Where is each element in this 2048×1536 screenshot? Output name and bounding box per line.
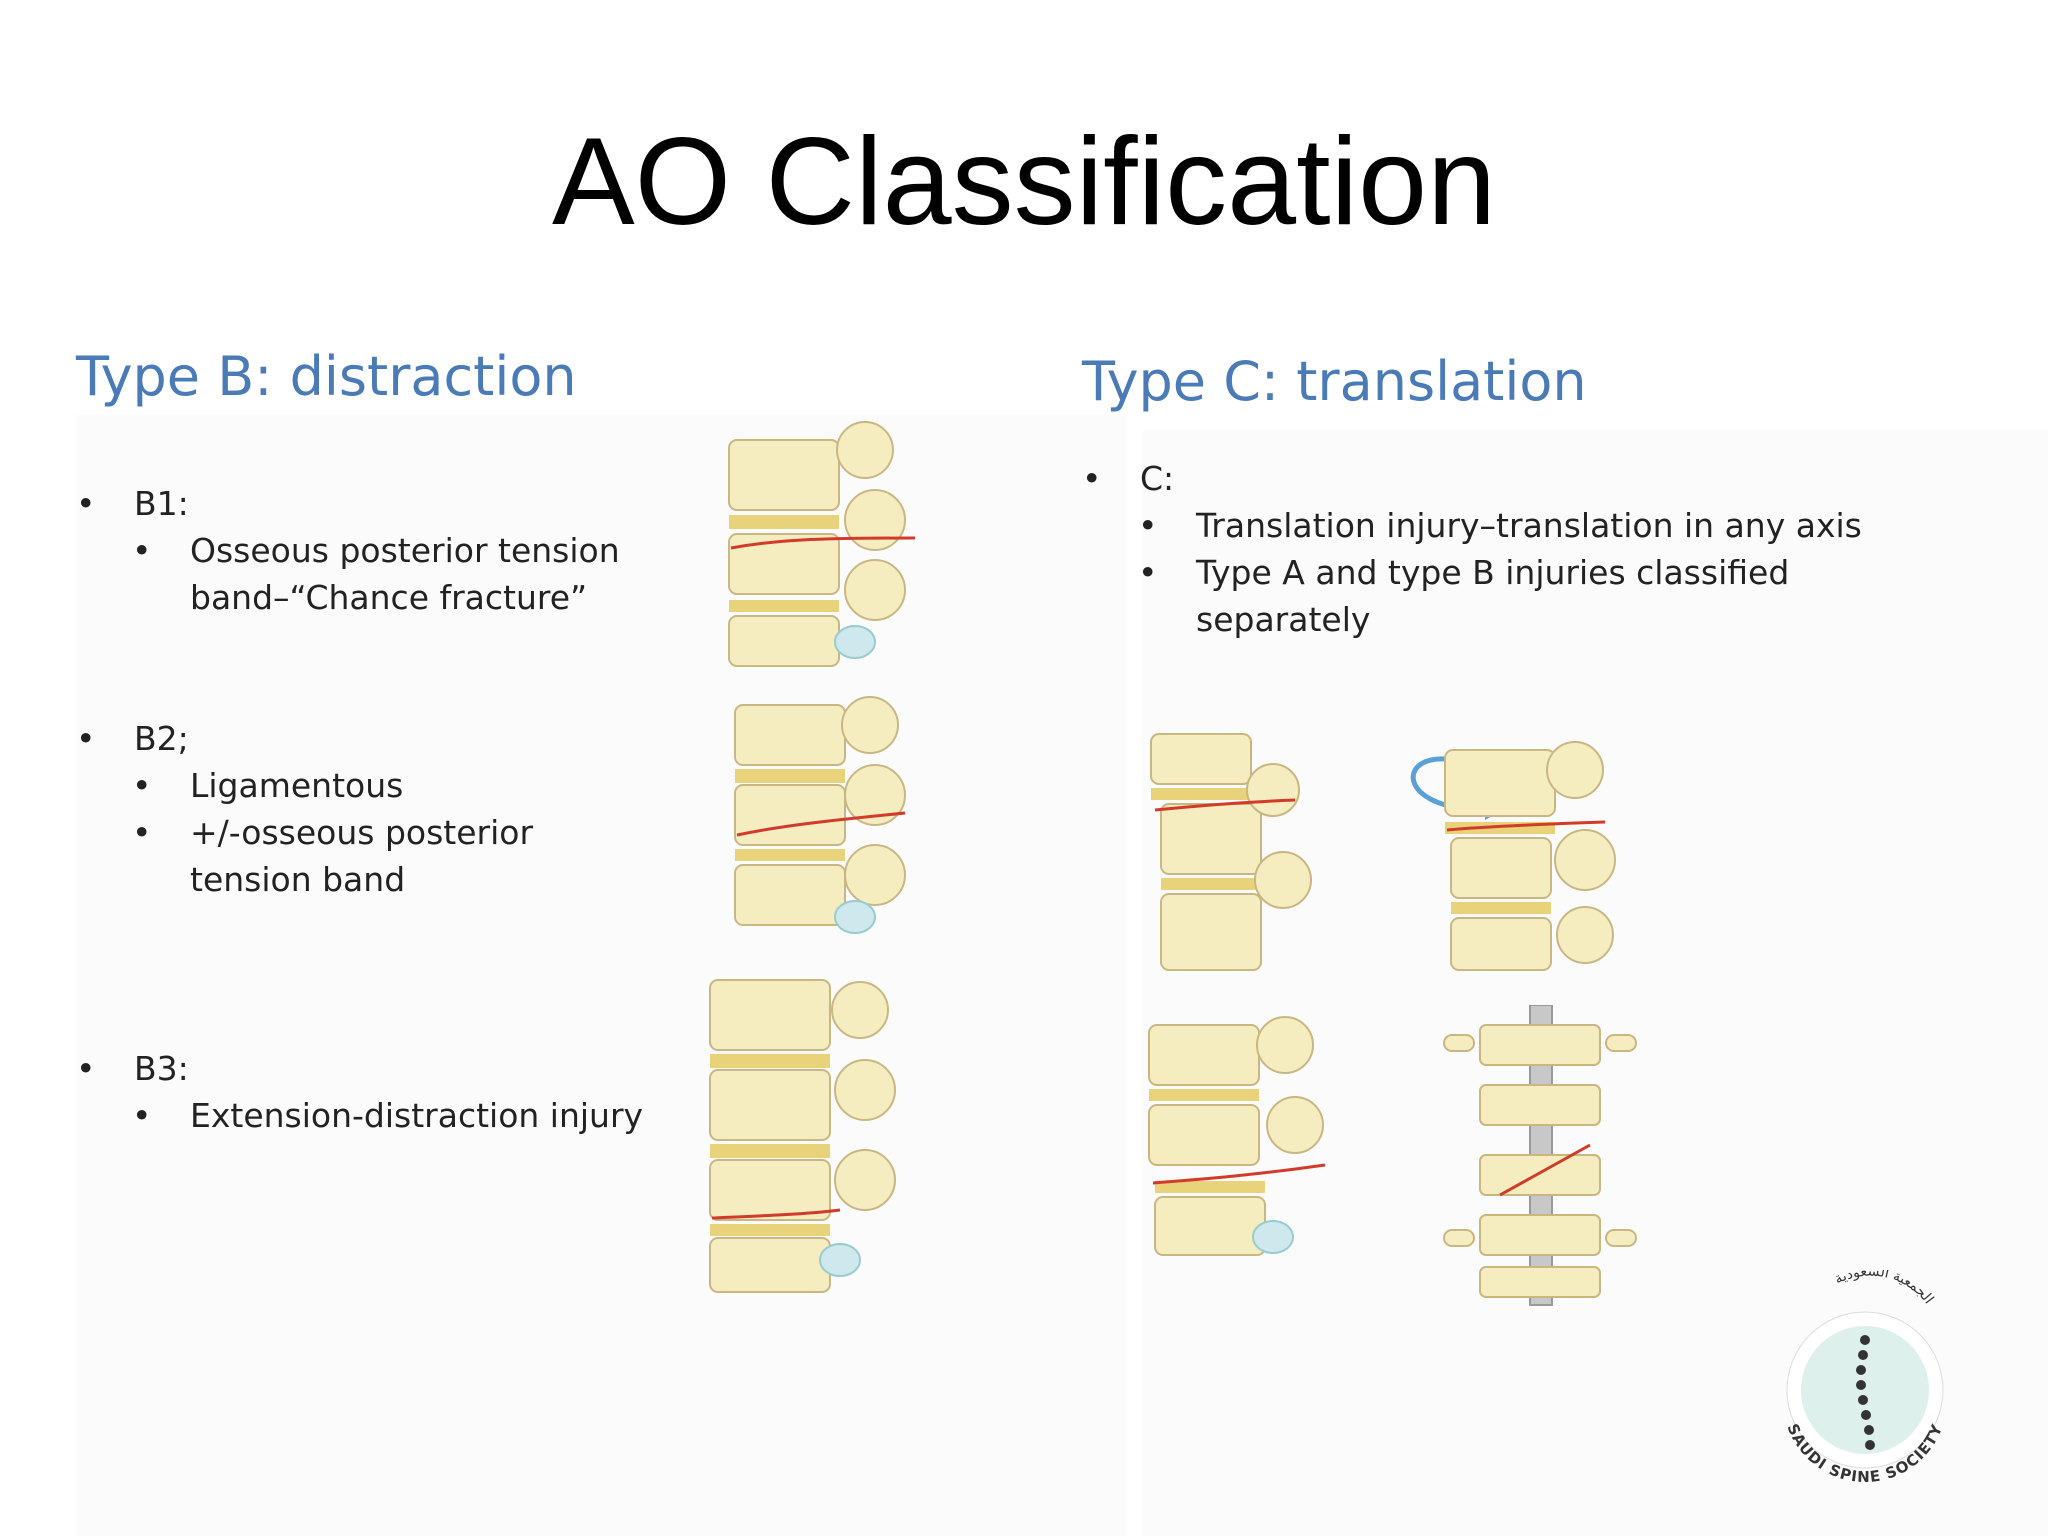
c-label: C: (1082, 455, 1942, 502)
type-b-heading: Type B: distraction (76, 345, 577, 408)
b1-item: Osseous posterior tension band–“Chance f… (132, 527, 696, 621)
c-spine-illustration-1 (1150, 733, 1312, 971)
b3-item: Extension-distraction injury (132, 1092, 696, 1139)
b2-label: B2; (76, 715, 596, 762)
type-c-heading: Type C: translation (1082, 350, 1587, 413)
logo-arabic-text: الجمعية السعودية (1832, 1270, 1937, 1307)
c-list: C: Translation injury–translation in any… (1082, 455, 1942, 643)
saudi-spine-society-logo: SAUDI SPINE SOCIETY الجمعية السعودية (1783, 1270, 1945, 1486)
b1-spine-illustration (728, 421, 916, 667)
b3-list: B3: Extension-distraction injury (76, 1045, 696, 1139)
b2-item-osseous: +/-osseous posterior tension band (132, 809, 596, 903)
b3-spine-illustration (709, 979, 896, 1293)
c-spine-illustration-4 (1443, 1005, 1637, 1306)
c-item-classified: Type A and type B injuries classified se… (1138, 549, 1942, 643)
b3-label: B3: (76, 1045, 696, 1092)
c-item-translation: Translation injury–translation in any ax… (1138, 502, 1942, 549)
c-spine-illustration-3 (1148, 1016, 1326, 1256)
slide-title: AO Classification (551, 113, 1497, 251)
svg-text:الجمعية السعودية: الجمعية السعودية (1832, 1270, 1937, 1307)
b2-item-ligamentous: Ligamentous (132, 762, 596, 809)
b1-list: B1: Osseous posterior tension band–“Chan… (76, 480, 696, 621)
b2-list: B2; Ligamentous +/-osseous posterior ten… (76, 715, 596, 903)
b1-label: B1: (76, 480, 696, 527)
c-spine-illustration-2 (1410, 741, 1616, 971)
b2-spine-illustration (734, 696, 906, 934)
